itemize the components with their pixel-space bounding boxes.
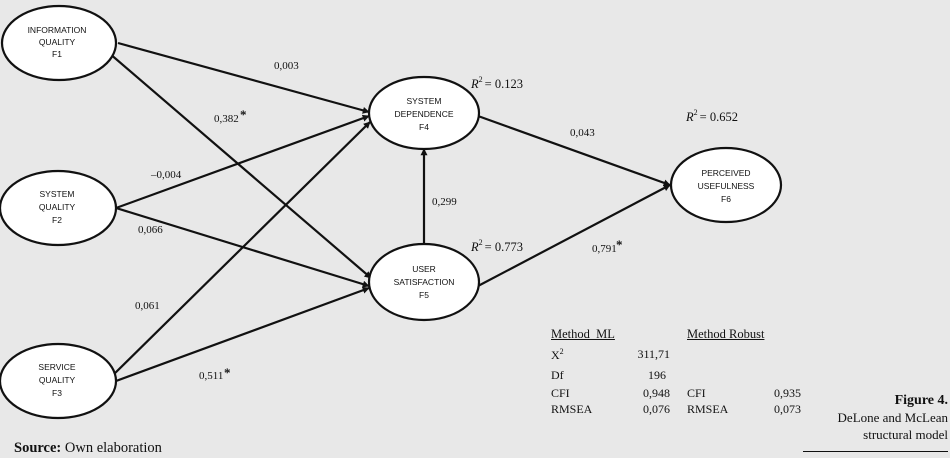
coef-f3-f4: 0,061 — [135, 300, 160, 312]
edge-f3-f4 — [107, 121, 371, 381]
figure-number: Figure 4. — [894, 393, 948, 408]
node-information-quality: INFORMATION QUALITY F1 — [0, 4, 118, 82]
fit-robust-label: RMSEA — [687, 402, 729, 416]
edge-f1-f4 — [117, 41, 370, 114]
node-perceived-usefulness: PERCEIVED USEFULNESS F6 — [669, 146, 783, 224]
node-f3-line1: SERVICE — [38, 362, 75, 372]
node-f6-line2: USEFULNESS — [698, 181, 755, 191]
coef-f5-f4: 0,299 — [432, 196, 457, 208]
significance-star-f5-f6: * — [616, 237, 623, 252]
caption-line-1: DeLone and McLean — [837, 410, 948, 425]
node-f2-line1: SYSTEM — [40, 189, 75, 199]
node-user-satisfaction: USER SATISFACTION F5 — [367, 242, 481, 322]
node-f5-line2: SATISFACTION — [394, 277, 455, 287]
fit-robust-value: 0,073 — [774, 402, 801, 416]
node-service-quality: SERVICE QUALITY F3 — [0, 342, 118, 420]
r2-f5: R2= 0.773 — [470, 238, 523, 254]
coef-f2-f5: 0,066 — [138, 224, 163, 236]
fit-ml-value: 311,71 — [637, 347, 670, 361]
fit-row-df: Df 196 — [551, 368, 801, 384]
header-method-ml: Method ML — [551, 327, 615, 341]
coef-f5-f6: 0,791 — [592, 243, 617, 255]
fit-row-label: RMSEA — [551, 402, 593, 416]
node-system-quality: SYSTEM QUALITY F2 — [0, 169, 118, 247]
source-text: Own elaboration — [64, 440, 162, 456]
r2-f6-value: = 0.652 — [700, 110, 738, 124]
header-method-robust: Method Robust — [687, 327, 765, 341]
node-f1-line2: QUALITY — [39, 37, 76, 47]
fit-row-label: CFI — [551, 386, 570, 400]
r2-labels: R2= 0.123 R2= 0.773 R2= 0.652 — [470, 75, 738, 254]
edge-f5-f6 — [477, 184, 671, 287]
coef-f1-f5: 0,382 — [214, 113, 239, 125]
node-f6-line1: PERCEIVED — [701, 168, 750, 178]
node-f2-line3: F2 — [52, 215, 62, 225]
r2-f5-power: 2 — [479, 238, 483, 247]
node-f1-line1: INFORMATION — [28, 25, 87, 35]
r2-f5-symbol: R — [470, 240, 479, 254]
caption-line-2: structural model — [863, 427, 948, 442]
fit-ml-value: 0,948 — [643, 386, 670, 400]
node-f2-line2: QUALITY — [39, 202, 76, 212]
node-f6-line3: F6 — [721, 194, 731, 204]
r2-f5-value: = 0.773 — [485, 240, 523, 254]
coef-f2-f4: –0,004 — [150, 169, 182, 181]
edge-f3-f5 — [115, 286, 370, 383]
caption-divider — [803, 451, 948, 452]
node-f4-line3: F4 — [419, 122, 429, 132]
fit-row-chi-square: X2 311,71 — [551, 347, 801, 363]
path-edges — [107, 41, 671, 383]
node-f4-line1: SYSTEM — [407, 96, 442, 106]
node-f4-line2: DEPENDENCE — [394, 109, 453, 119]
coef-f3-f5: 0,511 — [199, 370, 223, 382]
significance-star-f1-f5: * — [240, 107, 247, 122]
source-note: Source: Own elaboration — [14, 440, 162, 457]
fit-row-cfi: CFI 0,948 CFI 0,935 — [551, 386, 801, 402]
fit-robust-label: CFI — [687, 386, 706, 400]
r2-f4-symbol: R — [470, 77, 479, 91]
fit-row-label: Df — [551, 368, 564, 382]
chi-square-symbol: X — [551, 348, 560, 362]
node-f3-line2: QUALITY — [39, 375, 76, 385]
edge-f1-f5 — [108, 52, 372, 279]
significance-star-f3-f5: * — [224, 365, 231, 380]
fit-robust-value: 0,935 — [774, 386, 801, 400]
fit-ml-value: 196 — [648, 368, 666, 382]
r2-f4-value: = 0.123 — [485, 77, 523, 91]
node-system-dependence: SYSTEM DEPENDENCE F4 — [367, 75, 481, 151]
path-coefficients: 0,003 0,382 * –0,004 0,066 0,061 0,511 *… — [135, 60, 623, 382]
node-f5-line3: F5 — [419, 290, 429, 300]
chi-square-power: 2 — [559, 347, 564, 356]
source-label: Source: — [14, 440, 62, 456]
r2-f4: R2= 0.123 — [470, 75, 523, 91]
r2-f4-power: 2 — [479, 75, 483, 84]
edge-f2-f4 — [115, 114, 370, 210]
r2-f6: R2= 0.652 — [685, 108, 738, 124]
fit-row-label: X2 — [551, 347, 564, 363]
fit-ml-value: 0,076 — [643, 402, 670, 416]
node-f1-line3: F1 — [52, 49, 62, 59]
coef-f4-f6: 0,043 — [570, 127, 595, 139]
figure-caption: Figure 4. DeLone and McLean structural m… — [838, 392, 948, 443]
r2-f6-symbol: R — [685, 110, 694, 124]
edge-f4-f6 — [477, 114, 671, 187]
coef-f1-f4: 0,003 — [274, 60, 299, 72]
fit-row-rmsea: RMSEA 0,076 RMSEA 0,073 — [551, 402, 801, 418]
r2-f6-power: 2 — [694, 108, 698, 117]
node-f3-line3: F3 — [52, 388, 62, 398]
node-f5-line1: USER — [412, 264, 436, 274]
